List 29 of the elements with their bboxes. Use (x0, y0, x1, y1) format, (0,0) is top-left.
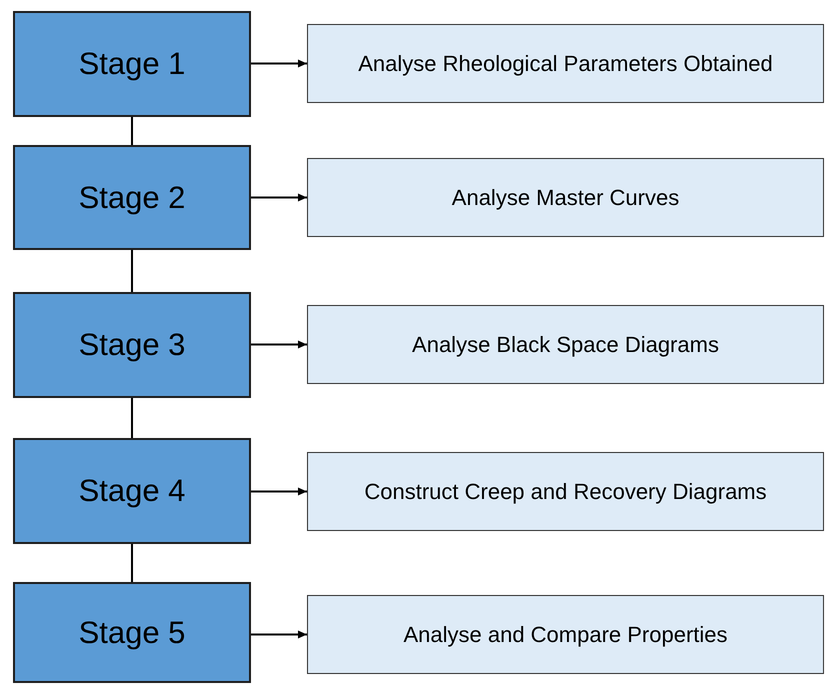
arrow (251, 488, 307, 496)
stage-label: Stage 1 (78, 46, 186, 82)
connector-line (131, 250, 133, 292)
task-label: Construct Creep and Recovery Diagrams (364, 478, 767, 504)
task-box (307, 24, 824, 103)
task-label: Analyse and Compare Properties (403, 622, 728, 648)
stage-label: Stage 4 (78, 473, 186, 509)
task-label: Analyse Rheological Parameters Obtained (358, 50, 773, 76)
stage-label: Stage 5 (78, 614, 186, 650)
task-label: Analyse Black Space Diagrams (412, 332, 719, 358)
connector-line (131, 117, 133, 145)
stage-box (13, 11, 251, 117)
task-label: Analyse Master Curves (452, 184, 680, 210)
connector-line (131, 398, 133, 438)
arrow (251, 630, 307, 638)
stage-label: Stage 2 (78, 180, 186, 216)
task-box (307, 452, 824, 531)
stage-box (13, 438, 251, 544)
stage-box (13, 582, 251, 683)
arrow (251, 340, 307, 348)
stage-label: Stage 3 (78, 327, 186, 363)
task-box (307, 305, 824, 384)
arrow (251, 194, 307, 202)
stage-box (13, 292, 251, 398)
arrow (251, 60, 307, 68)
task-box (307, 595, 824, 674)
connector-line (131, 544, 133, 582)
task-box (307, 158, 824, 237)
stage-box (13, 145, 251, 250)
